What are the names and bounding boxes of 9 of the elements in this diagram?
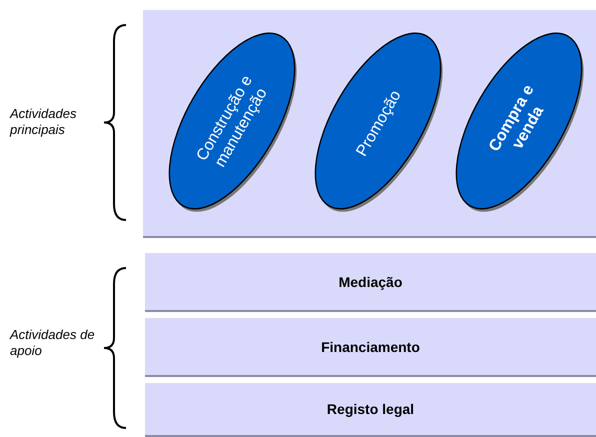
activity-band bbox=[145, 253, 596, 312]
group-label: Actividades de apoio bbox=[10, 327, 96, 359]
activity-band bbox=[145, 318, 596, 377]
activity-band bbox=[145, 383, 596, 437]
band-label: Financiamento bbox=[321, 338, 420, 354]
band-label: Registo legal bbox=[326, 401, 414, 417]
group-label: Actividades principais bbox=[10, 106, 78, 138]
panel-background bbox=[143, 10, 596, 238]
band-label: Mediação bbox=[338, 274, 402, 290]
